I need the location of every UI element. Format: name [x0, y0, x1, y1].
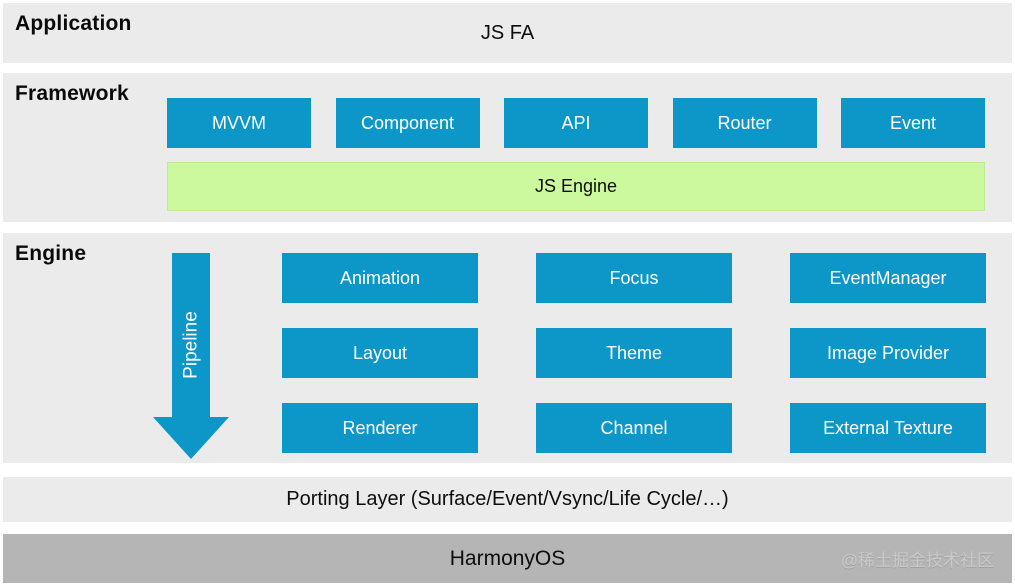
js-engine-bar: JS Engine: [167, 162, 985, 211]
engine-box-animation: Animation: [282, 253, 478, 303]
framework-box-mvvm: MVVM: [167, 98, 311, 148]
layer-framework: Framework MVVM Component API Router Even…: [3, 73, 1012, 222]
engine-box-external-texture: External Texture: [790, 403, 986, 453]
pipeline-label: Pipeline: [181, 311, 202, 379]
engine-box-renderer: Renderer: [282, 403, 478, 453]
js-fa-label: JS FA: [480, 21, 535, 44]
layer-engine-label: Engine: [15, 242, 87, 265]
pipeline-arrow-icon: Pipeline: [153, 253, 229, 459]
engine-box-grid: Animation Focus EventManager Layout Them…: [282, 253, 986, 453]
layer-application-label: Application: [15, 12, 132, 35]
engine-box-theme: Theme: [536, 328, 732, 378]
layer-application: Application JS FA: [3, 3, 1012, 63]
layer-framework-label: Framework: [15, 82, 129, 105]
porting-layer-label: Porting Layer (Surface/Event/Vsync/Life …: [286, 488, 729, 510]
watermark-text: @稀土掘金技术社区: [840, 551, 994, 570]
engine-box-layout: Layout: [282, 328, 478, 378]
engine-box-eventmanager: EventManager: [790, 253, 986, 303]
engine-box-focus: Focus: [536, 253, 732, 303]
framework-box-event: Event: [841, 98, 985, 148]
harmonyos-label: HarmonyOS: [449, 546, 566, 570]
framework-box-api: API: [504, 98, 648, 148]
framework-box-row: MVVM Component API Router Event: [167, 98, 985, 148]
framework-box-component: Component: [335, 98, 480, 148]
layer-harmonyos: HarmonyOS @稀土掘金技术社区: [3, 534, 1012, 583]
engine-box-image-provider: Image Provider: [790, 328, 986, 378]
layer-engine: Engine Pipeline Animation Focus EventMan…: [3, 233, 1012, 463]
layer-porting: Porting Layer (Surface/Event/Vsync/Life …: [3, 477, 1012, 522]
engine-box-channel: Channel: [536, 403, 732, 453]
framework-box-router: Router: [672, 98, 817, 148]
